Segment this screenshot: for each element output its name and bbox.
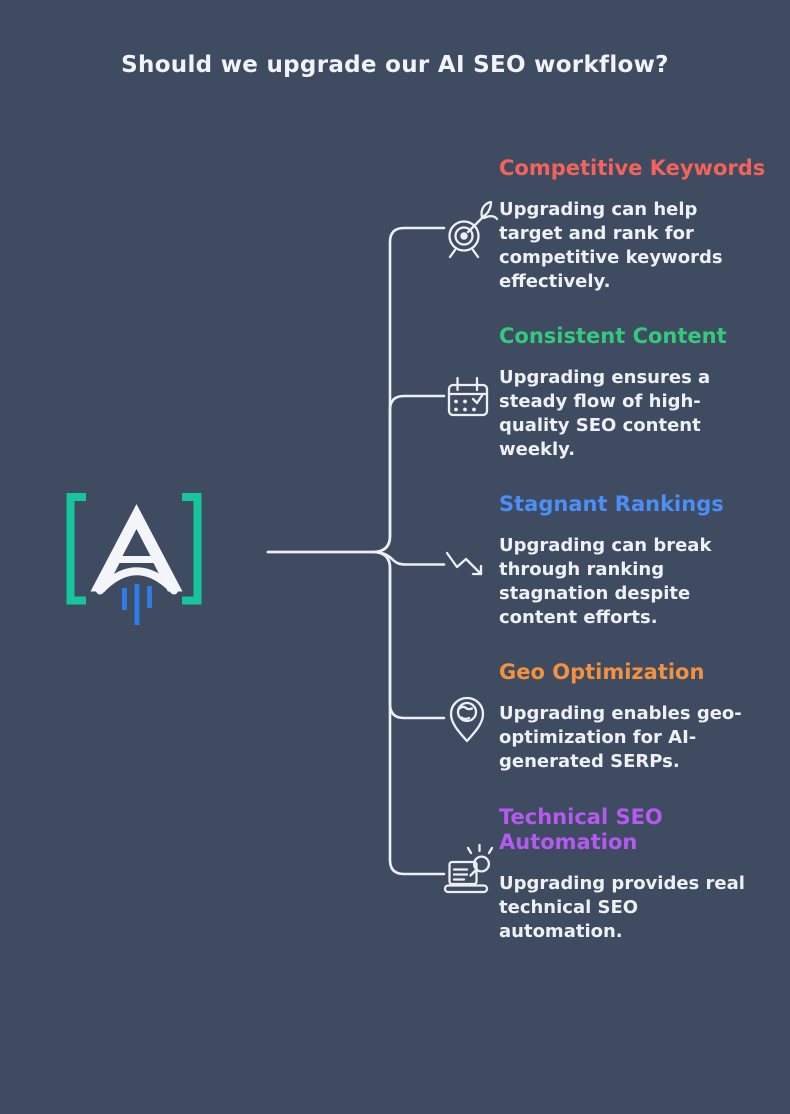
branch-technical-seo-automation: Technical SEO Automation Upgrading provi… xyxy=(499,805,784,944)
laptop-search-icon xyxy=(443,843,494,894)
branch-geo-optimization: Geo Optimization Upgrading enables geo- … xyxy=(499,660,784,774)
logo-signal-bars xyxy=(122,584,152,625)
connector-branch-4 xyxy=(372,550,446,720)
branch-heading: Geo Optimization xyxy=(499,660,705,684)
connector-branch-3 xyxy=(266,550,446,566)
branch-heading: Technical SEO Automation xyxy=(499,805,663,854)
logo-A-mark xyxy=(90,504,183,595)
branch-heading: Consistent Content xyxy=(499,324,727,348)
connector-branch-5 xyxy=(372,550,446,876)
right-bracket xyxy=(182,493,202,605)
branch-stagnant-rankings: Stagnant Rankings Upgrading can break th… xyxy=(499,492,784,630)
branch-body: Upgrading ensures a steady flow of high-… xyxy=(499,367,711,460)
branch-heading: Competitive Keywords xyxy=(499,156,766,180)
mindmap-connectors xyxy=(266,226,446,876)
calendar-check-icon xyxy=(447,376,489,417)
map-pin-globe-icon xyxy=(449,696,485,743)
branch-body: Upgrading provides real technical SEO au… xyxy=(499,873,745,942)
page-title: Should we upgrade our AI SEO workflow? xyxy=(121,52,669,78)
left-bracket xyxy=(66,493,86,605)
branch-body: Upgrading can break through ranking stag… xyxy=(499,535,712,628)
A-arch-band xyxy=(96,567,178,595)
bracket-marks xyxy=(66,493,202,605)
declining-trend-icon xyxy=(445,551,483,576)
target-dart-icon xyxy=(448,200,499,259)
branch-consistent-content: Consistent Content Upgrading ensures a s… xyxy=(499,324,784,462)
branch-heading: Stagnant Rankings xyxy=(499,492,724,516)
branch-body: Upgrading enables geo- optimization for … xyxy=(499,703,742,772)
connector-branch-1 xyxy=(266,226,446,554)
branch-body: Upgrading can help target and rank for c… xyxy=(499,199,723,292)
central-logo xyxy=(66,493,202,625)
connector-branch-2 xyxy=(372,394,446,554)
A-counter-hole xyxy=(122,529,151,556)
branch-competitive-keywords: Competitive Keywords Upgrading can help … xyxy=(499,156,784,294)
